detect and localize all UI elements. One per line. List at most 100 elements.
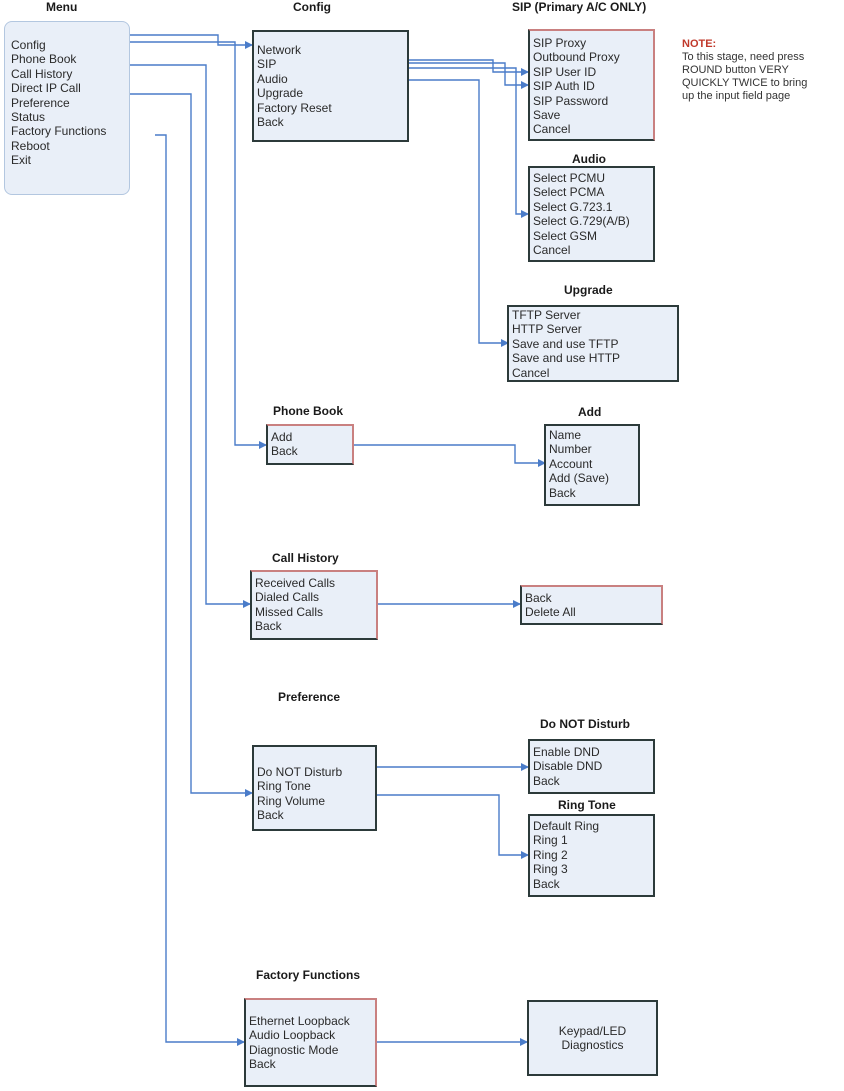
config-item-audio[interactable]: Audio [257, 71, 288, 86]
upgrade-item-http[interactable]: HTTP Server [512, 322, 582, 337]
preference-item-ringvolume[interactable]: Ring Volume [257, 793, 326, 808]
connector-menu-factory [155, 134, 245, 1046]
factory-item-ethernet[interactable]: Ethernet Loopback [249, 1014, 350, 1028]
note-line: ROUND button VERY [682, 64, 789, 76]
keypad-box: Keypad/LED Diagnostics [527, 1000, 658, 1076]
factory-item-diagnostic[interactable]: Diagnostic Mode [249, 1042, 339, 1057]
add-item-save[interactable]: Add (Save) [549, 471, 610, 486]
menu-box: Config Phone Book Call History Direct IP… [4, 21, 130, 195]
connector-menu-config [128, 34, 253, 49]
dnd-box: Enable DND Disable DND Back [528, 739, 655, 794]
upgrade-item-cancel[interactable]: Cancel [512, 365, 550, 380]
note-title: NOTE: [682, 38, 717, 50]
audio-item-g729[interactable]: Select G.729(A/B) [533, 214, 630, 229]
upgrade-box: TFTP Server HTTP Server Save and use TFT… [507, 305, 679, 382]
ringtone-item-ring1[interactable]: Ring 1 [533, 833, 568, 848]
upgrade-title: Upgrade [564, 283, 613, 297]
sip-item-cancel[interactable]: Cancel [533, 122, 571, 137]
callhistory-box: Received Calls Dialed Calls Missed Calls… [250, 570, 378, 640]
callhistory-item-dialed[interactable]: Dialed Calls [255, 590, 320, 605]
phonebook-item-back[interactable]: Back [271, 444, 298, 459]
menu-item-factoryfunctions[interactable]: Factory Functions [11, 124, 107, 139]
menu-item-preference[interactable]: Preference [11, 95, 70, 110]
ringtone-item-default[interactable]: Default Ring [533, 819, 600, 833]
menu-item-reboot[interactable]: Reboot [11, 138, 50, 153]
phonebook-box: Add Back [266, 424, 354, 465]
factory-item-audio[interactable]: Audio Loopback [249, 1028, 336, 1043]
sip-item-outboundproxy[interactable]: Outbound Proxy [533, 50, 620, 65]
factory-box: Ethernet Loopback Audio Loopback Diagnos… [244, 998, 377, 1087]
dnd-item-enable[interactable]: Enable DND [533, 745, 600, 759]
audio-title: Audio [572, 152, 606, 166]
upgrade-item-tftp[interactable]: TFTP Server [512, 308, 581, 322]
callhistory-item-received[interactable]: Received Calls [255, 576, 336, 590]
sip-item-proxy[interactable]: SIP Proxy [533, 36, 587, 50]
keypad-item-label: Keypad/LED [558, 1024, 627, 1038]
audio-item-cancel[interactable]: Cancel [533, 243, 571, 258]
connector-config-sip [405, 59, 529, 76]
note-line: QUICKLY TWICE to bring [682, 77, 808, 89]
config-title: Config [293, 0, 331, 14]
menu-item-callhistory[interactable]: Call History [11, 66, 73, 81]
connector-menu-callhistory [128, 64, 251, 608]
config-item-back[interactable]: Back [257, 115, 284, 130]
add-item-name[interactable]: Name [549, 428, 582, 442]
sip-item-authid[interactable]: SIP Auth ID [533, 79, 595, 94]
callhistory-item-missed[interactable]: Missed Calls [255, 604, 324, 619]
preference-item-dnd[interactable]: Do NOT Disturb [257, 765, 343, 779]
factory-item-back[interactable]: Back [249, 1057, 276, 1072]
ringtone-item-ring2[interactable]: Ring 2 [533, 847, 568, 862]
history-actions-back[interactable]: Back [525, 591, 552, 605]
upgrade-item-savetftp[interactable]: Save and use TFTP [512, 336, 619, 351]
menu-title: Menu [46, 0, 78, 14]
connector-preference-ringtone [377, 794, 529, 859]
add-item-account[interactable]: Account [549, 456, 593, 471]
ringtone-item-back[interactable]: Back [533, 876, 560, 891]
audio-box: Select PCMU Select PCMA Select G.723.1 S… [528, 166, 655, 262]
add-item-back[interactable]: Back [549, 485, 576, 500]
menu-item-status[interactable]: Status [11, 110, 46, 125]
sip-item-save[interactable]: Save [533, 108, 561, 123]
factory-title: Factory Functions [256, 968, 361, 982]
config-item-network[interactable]: Network [257, 43, 302, 57]
preference-box: Do NOT Disturb Ring Tone Ring Volume Bac… [252, 745, 377, 831]
sip-item-password[interactable]: SIP Password [533, 93, 609, 108]
menu-item-phonebook[interactable]: Phone Book [11, 52, 77, 67]
phonebook-item-add[interactable]: Add [271, 430, 293, 444]
ringtone-item-ring3[interactable]: Ring 3 [533, 862, 568, 877]
audio-item-gsm[interactable]: Select GSM [533, 228, 598, 243]
audio-item-pcma[interactable]: Select PCMA [533, 185, 605, 200]
sip-item-userid[interactable]: SIP User ID [533, 64, 597, 79]
keypad-item-diagnostics: Diagnostics [561, 1038, 624, 1052]
ringtone-box: Default Ring Ring 1 Ring 2 Ring 3 Back [528, 814, 655, 897]
ringtone-title: Ring Tone [558, 798, 616, 812]
note-line: up the input field page [682, 90, 791, 102]
connector-menu-preference [128, 93, 253, 797]
connector-config-upgrade [405, 79, 509, 347]
history-actions-box: Back Delete All [520, 585, 663, 625]
preference-item-ringtone[interactable]: Ring Tone [257, 779, 311, 794]
menu-item-directipcall[interactable]: Direct IP Call [11, 81, 81, 96]
add-box: Name Number Account Add (Save) Back [544, 424, 640, 506]
callhistory-item-back[interactable]: Back [255, 619, 282, 634]
add-item-number[interactable]: Number [549, 442, 592, 457]
upgrade-item-savehttp[interactable]: Save and use HTTP [512, 351, 621, 366]
phonebook-title: Phone Book [273, 404, 344, 418]
dnd-item-disable[interactable]: Disable DND [533, 759, 603, 774]
config-item-sip[interactable]: SIP [257, 57, 277, 72]
callhistory-title: Call History [272, 551, 339, 565]
dnd-title: Do NOT Disturb [540, 717, 630, 731]
connector-menu-phonebook [128, 41, 267, 449]
config-item-factoryreset[interactable]: Factory Reset [257, 100, 332, 115]
config-item-upgrade[interactable]: Upgrade [257, 86, 304, 101]
audio-item-pcmu[interactable]: Select PCMU [533, 171, 606, 185]
sip-title: SIP (Primary A/C ONLY) [512, 0, 647, 14]
menu-item-config[interactable]: Config [11, 38, 46, 52]
preference-item-back[interactable]: Back [257, 808, 284, 823]
note-line: To this stage, need press [682, 51, 805, 63]
dnd-item-back[interactable]: Back [533, 773, 560, 788]
audio-item-g7231[interactable]: Select G.723.1 [533, 199, 613, 214]
history-actions-deleteall[interactable]: Delete All [525, 605, 576, 620]
menu-item-exit[interactable]: Exit [11, 153, 32, 168]
